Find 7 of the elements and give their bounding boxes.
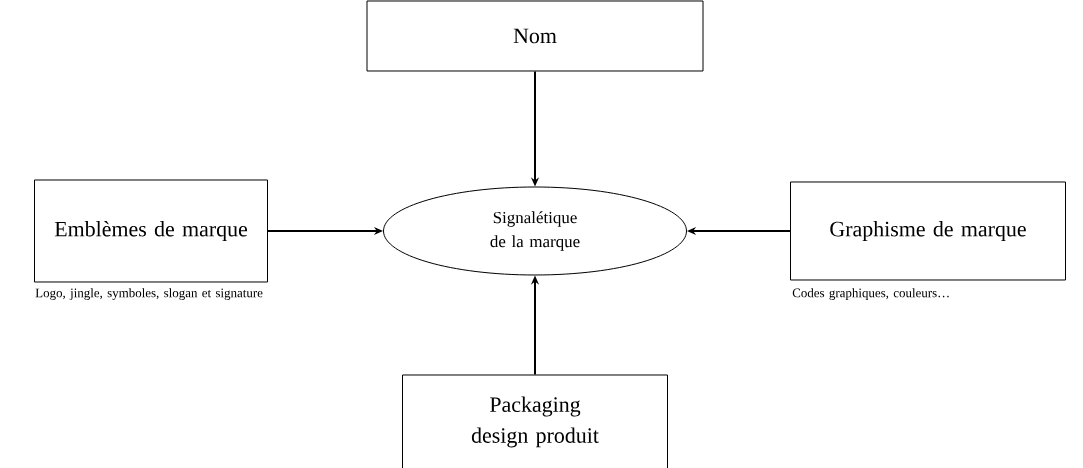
ellipse-node: Signalétique de la marque — [383, 186, 687, 276]
text-box: Nom — [366, 0, 704, 72]
text-box: Graphisme de marque — [790, 181, 1066, 281]
text-box: Packaging design produit — [402, 374, 668, 468]
annotation-text: Logo, jingle, symboles, slogan et signature — [35, 288, 263, 300]
text-box: Emblèmes de marque — [34, 179, 268, 283]
annotation-text: Codes graphiques, couleurs… — [792, 288, 949, 300]
